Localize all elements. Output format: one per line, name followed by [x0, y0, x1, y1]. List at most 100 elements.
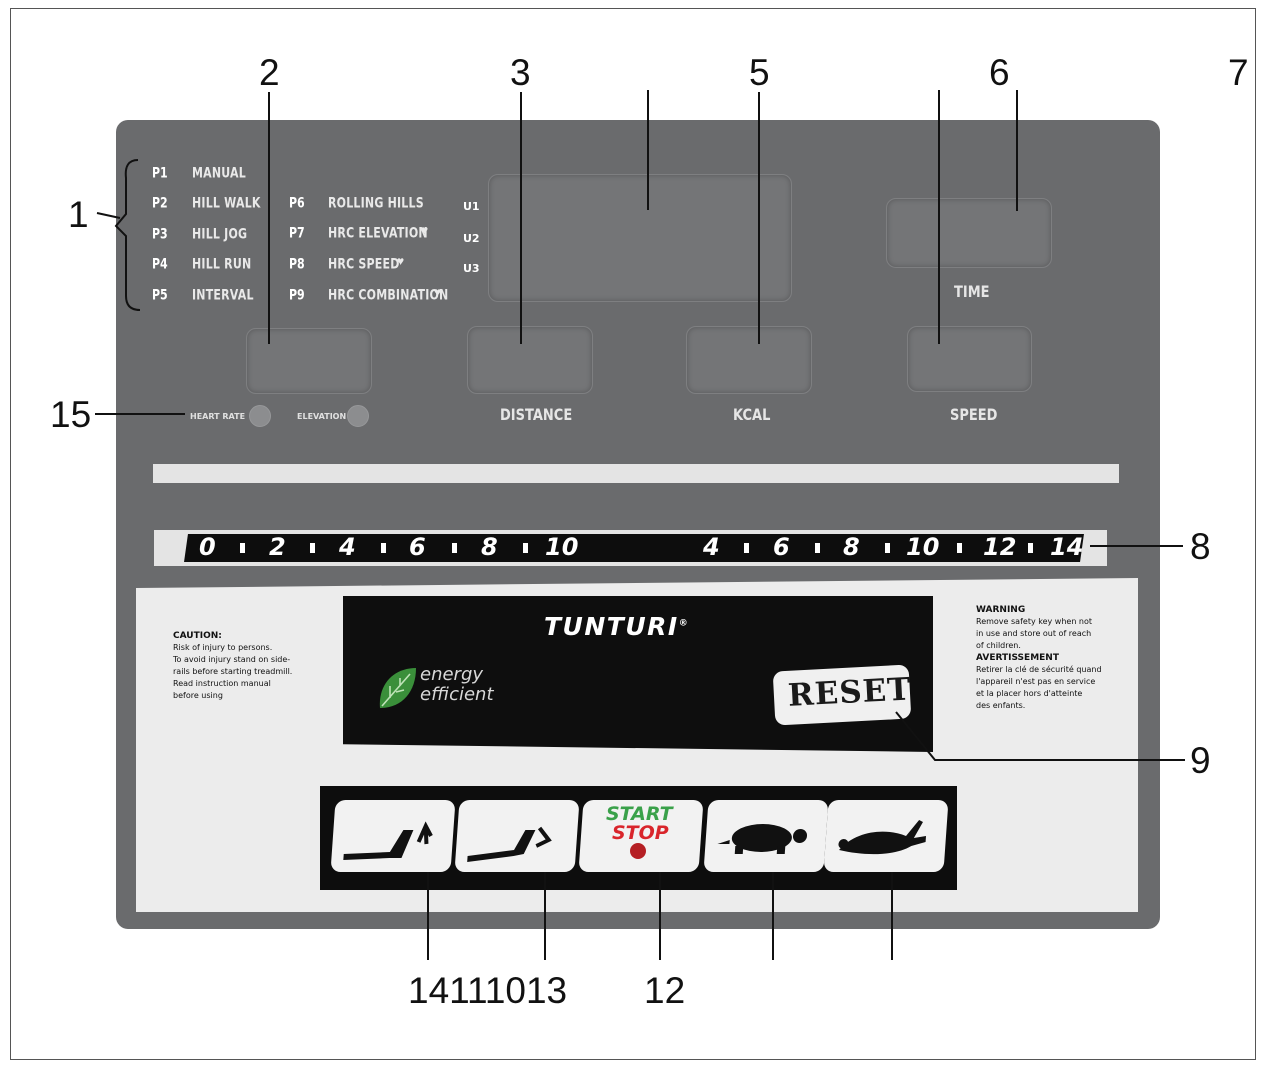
elevation-led	[347, 405, 369, 427]
kcal-display	[686, 326, 812, 394]
program-bracket	[114, 159, 141, 311]
caution-title: CAUTION:	[173, 631, 222, 641]
program-display	[246, 328, 372, 394]
elevation-label: ELEVATION	[297, 412, 347, 421]
leaf-icon	[379, 668, 416, 708]
callout-6: 6	[989, 52, 1010, 93]
scale-mark	[523, 543, 528, 553]
speed-up-button[interactable]	[823, 800, 949, 872]
warning-line: Remove safety key when not	[976, 617, 1093, 626]
user-label: U3	[463, 262, 480, 275]
scale-mark	[815, 543, 820, 553]
scale-mark	[452, 543, 457, 553]
avertissement-line: et la placer hors d'atteinte	[976, 689, 1083, 698]
program-name: HRC SPEED	[328, 256, 400, 273]
speed-tick: 4	[703, 533, 720, 561]
speed-label: SPEED	[950, 407, 998, 425]
program-name: HRC COMBINATION	[328, 287, 449, 304]
program-code: P6	[289, 195, 305, 212]
incline-up-button[interactable]	[330, 800, 456, 872]
scale-mark	[1028, 543, 1033, 553]
incline-up-icon	[343, 821, 433, 860]
speed-tick: 14	[1050, 533, 1084, 561]
brand-logo: TUNTURI®	[544, 612, 689, 641]
main-display	[488, 174, 792, 302]
speed-down-button[interactable]	[703, 800, 829, 872]
kcal-label: KCAL	[733, 407, 771, 425]
stop-label: STOP	[612, 822, 669, 844]
warning-line: of children.	[976, 641, 1021, 650]
speed-tick: 10	[906, 533, 940, 561]
heart-icon: ♥	[397, 254, 405, 268]
elevation-tick: 4	[339, 533, 356, 561]
heart-icon: ♥	[434, 285, 442, 299]
program-code: P1	[152, 165, 168, 182]
caution-line: rails before starting treadmill.	[173, 667, 293, 676]
program-name: ROLLING HILLS	[328, 195, 424, 212]
heart-rate-label: HEART RATE	[190, 412, 246, 421]
elevation-tick: 6	[409, 533, 426, 561]
start-label: START	[606, 803, 673, 825]
incline-down-icon	[467, 826, 552, 862]
avertissement-line: l'appareil n'est pas en service	[976, 677, 1096, 686]
program-code: P5	[152, 287, 168, 304]
callout-line-1	[96, 212, 121, 219]
program-code: P3	[152, 226, 168, 243]
brand-mark: ®	[678, 618, 690, 629]
callout-5: 5	[749, 52, 770, 93]
heart-icon: ♥	[421, 223, 429, 237]
callout-3: 3	[510, 52, 531, 93]
distance-label: DISTANCE	[500, 407, 573, 425]
diagram-frame	[10, 8, 1256, 1060]
brand-name: TUNTURI	[544, 612, 679, 641]
scale-mark	[310, 543, 315, 553]
start-stop-icon	[630, 843, 646, 859]
rabbit-icon	[838, 820, 926, 855]
avertissement-title: AVERTISSEMENT	[976, 653, 1059, 663]
program-code: P4	[152, 256, 168, 273]
callout-12: 12	[644, 970, 686, 1011]
warning-text: WARNING Remove safety key when not in us…	[976, 604, 1116, 712]
speed-tick: 6	[773, 533, 790, 561]
program-name: HRC ELEVATION	[328, 225, 428, 242]
caution-text: CAUTION: Risk of injury to persons. To a…	[173, 630, 323, 702]
elevation-tick: 2	[269, 533, 286, 561]
avertissement-line: Retirer la clé de sécurité quand	[976, 665, 1102, 674]
speed-display	[907, 326, 1032, 392]
divider-stripe	[153, 464, 1119, 483]
incline-down-button[interactable]	[454, 800, 580, 872]
program-code: P9	[289, 287, 305, 304]
user-label: U2	[463, 232, 480, 245]
warning-line: in use and store out of reach	[976, 629, 1092, 638]
caution-line: before using	[173, 691, 223, 700]
caution-line: Risk of injury to persons.	[173, 643, 273, 652]
callout-15: 15	[50, 394, 92, 435]
warning-title: WARNING	[976, 605, 1026, 615]
elevation-tick: 0	[199, 533, 216, 561]
callout-7: 7	[1228, 52, 1249, 93]
avertissement-line: des enfants.	[976, 701, 1026, 710]
callout-2: 2	[259, 52, 280, 93]
speed-tick: 12	[983, 533, 1017, 561]
callout-1: 1	[68, 194, 89, 235]
program-name: MANUAL	[192, 165, 246, 182]
time-display	[886, 198, 1052, 268]
heart-rate-led	[249, 405, 271, 427]
energy-line-1: energy	[420, 664, 484, 685]
user-label: U1	[463, 200, 480, 213]
scale-mark	[381, 543, 386, 553]
program-code: P7	[289, 225, 305, 242]
speed-tick: 8	[843, 533, 860, 561]
energy-efficient-label: energy efficient	[420, 665, 494, 705]
program-code: P8	[289, 256, 305, 273]
program-name: HILL JOG	[192, 226, 248, 243]
program-code: P2	[152, 195, 168, 212]
energy-line-2: efficient	[420, 684, 494, 705]
elevation-tick: 10	[545, 533, 579, 561]
turtle-icon	[717, 824, 808, 854]
scale-mark	[957, 543, 962, 553]
program-name: HILL RUN	[192, 256, 252, 273]
callout-line-9	[895, 711, 1185, 761]
callout-9: 9	[1190, 740, 1211, 781]
